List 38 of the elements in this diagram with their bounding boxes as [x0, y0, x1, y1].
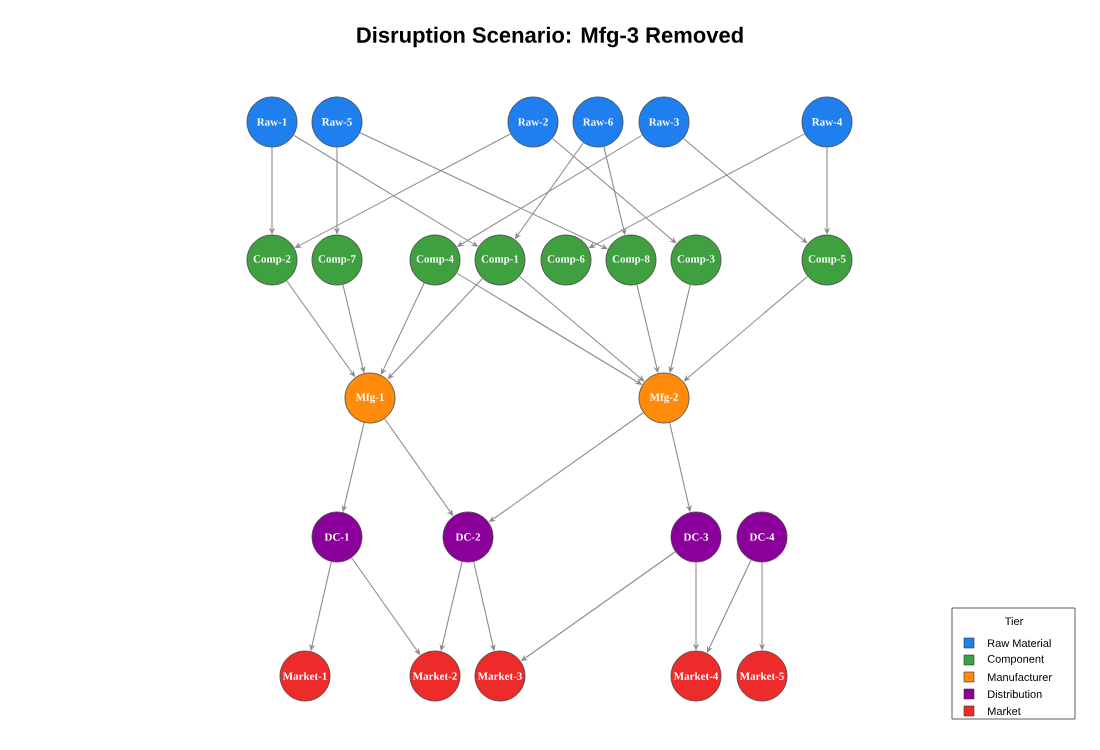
tier-node: Raw-2 [507, 96, 559, 148]
legend-label: Manufacturer [988, 673, 1052, 682]
tier-node: DC-1 [311, 511, 363, 563]
tier-node: Raw-1 [246, 96, 298, 148]
tier-node: Comp-7 [311, 234, 363, 286]
legend-label: Distribution [988, 689, 1042, 699]
tier-node: Market-4 [670, 650, 722, 702]
legend-label: Raw Material [988, 638, 1051, 648]
tier-node: Raw-3 [638, 96, 690, 148]
legend-title: Tier [1005, 616, 1024, 626]
tier-node: Comp-6 [540, 234, 592, 286]
arrow [387, 277, 484, 380]
arrow [682, 137, 808, 244]
arrow [551, 137, 677, 244]
tier-node: Market-2 [409, 650, 461, 702]
legend-label: Component [987, 655, 1044, 665]
tier-node: Raw-6 [572, 96, 624, 148]
tier-node: Comp-3 [670, 234, 722, 286]
tier-node: DC-2 [442, 511, 494, 563]
tier-node: Comp-8 [605, 234, 657, 286]
tier-node: Comp-4 [409, 234, 461, 286]
tier-node: Raw-4 [801, 96, 853, 148]
legend-label: Market [988, 706, 1021, 716]
tier-node: DC-4 [736, 511, 788, 563]
arrow [518, 275, 645, 382]
tier-node: Market-5 [736, 650, 788, 702]
tier-node: Comp-5 [801, 234, 853, 286]
tier-node: Comp-1 [474, 234, 526, 286]
arrow [359, 132, 608, 250]
tier-node: Raw-5 [311, 96, 363, 148]
tier-node: Mfg-2 [638, 372, 690, 424]
arrow [683, 275, 809, 382]
tier-node: Market-3 [474, 650, 526, 702]
title: Disruption Scenario: Mfg-3 Removed [357, 26, 743, 48]
tier-node: Mfg-1 [344, 372, 396, 424]
tier-node: DC-3 [670, 511, 722, 563]
tier-node: Comp-2 [246, 234, 298, 286]
tier-node: Market-1 [279, 650, 331, 702]
